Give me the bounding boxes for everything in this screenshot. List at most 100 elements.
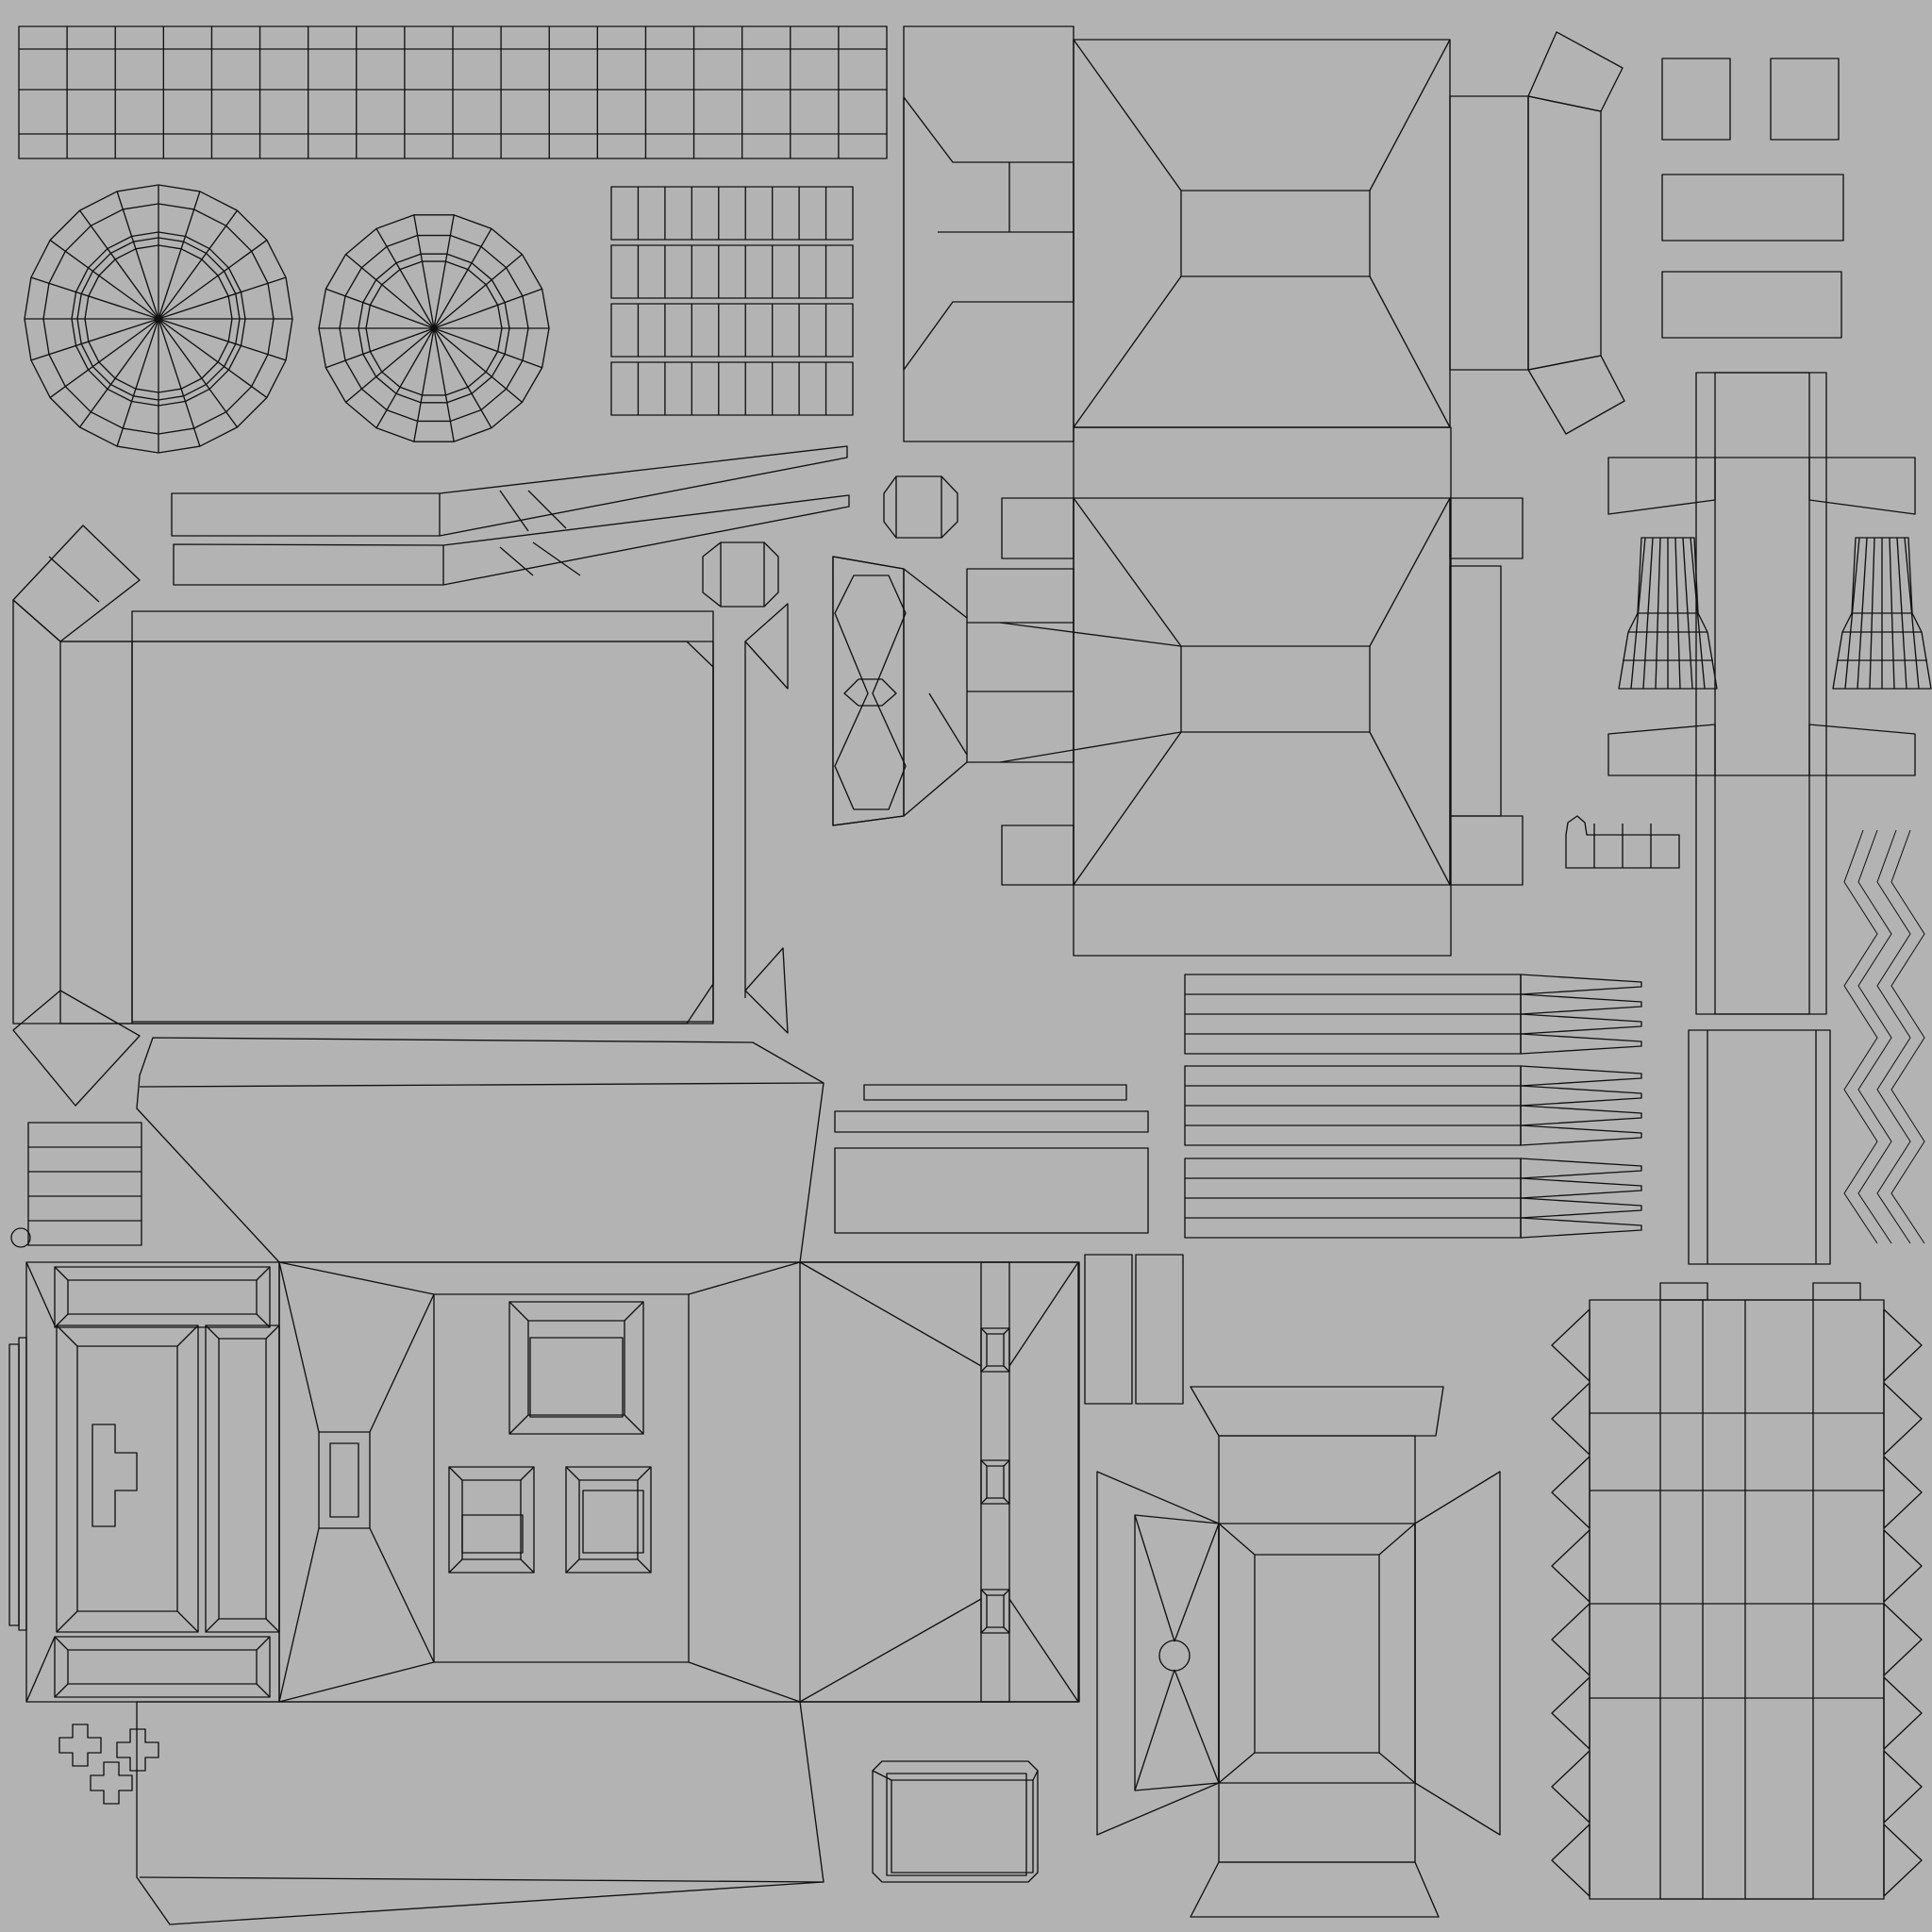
uv-edge — [1008, 1598, 1079, 1703]
beveled-panel — [12, 525, 789, 1107]
wedge-net — [832, 556, 968, 826]
uv-edge — [30, 318, 159, 361]
uv-face — [1190, 1861, 1440, 1918]
uv-edge — [48, 556, 100, 603]
uv-edge — [278, 1527, 320, 1703]
uv-edge — [158, 209, 239, 320]
uv-edge — [433, 327, 492, 428]
uv-edge — [1134, 1669, 1175, 1791]
uv-face — [1832, 537, 1932, 690]
uv-face — [834, 1147, 1149, 1234]
uv-edge — [1378, 1523, 1416, 1556]
uv-face — [508, 1301, 644, 1435]
uv-face — [1883, 1824, 1923, 1897]
uv-edge — [637, 1466, 652, 1481]
uv-edge — [637, 1558, 652, 1574]
uv-edge — [345, 327, 435, 403]
uv-edge — [433, 327, 542, 369]
uv-face — [1883, 1676, 1923, 1750]
uv-face — [1551, 1456, 1591, 1529]
uv-face — [1520, 1013, 1642, 1035]
uv-edge — [375, 228, 435, 329]
uv-face — [1695, 372, 1827, 1015]
uv-face — [527, 1320, 625, 1416]
bottle-caps — [1565, 537, 1932, 869]
uv-edge — [433, 228, 492, 329]
uv-edge — [1378, 1752, 1416, 1784]
uv-edge — [433, 327, 455, 442]
beveled-tile — [872, 1760, 1039, 1883]
uv-face — [1883, 1382, 1923, 1456]
uv-edge — [1134, 1514, 1175, 1642]
uv-edge — [565, 1466, 580, 1481]
uv-edge — [278, 1261, 435, 1295]
uv-face — [1812, 1282, 1861, 1301]
uv-edge — [1003, 1589, 1010, 1596]
uv-face — [1551, 1676, 1591, 1750]
uv-edge — [1073, 275, 1182, 428]
uv-edge — [624, 1414, 644, 1435]
uv-edge — [928, 692, 968, 756]
uv-edge — [433, 288, 542, 329]
uv-face — [1520, 1124, 1642, 1146]
uv-face — [966, 568, 1074, 763]
uv-edge — [999, 622, 1182, 647]
uv-edge — [256, 1683, 271, 1698]
top-grid-strip — [18, 25, 888, 159]
roof-net-middle — [999, 622, 1182, 763]
uv-face — [986, 1465, 1005, 1499]
cylinder-cap-large — [24, 184, 293, 454]
uv-edge — [980, 1626, 988, 1634]
uv-face — [12, 525, 141, 642]
uv-edge — [278, 1261, 320, 1433]
uv-edge — [56, 1610, 78, 1633]
uv-face — [54, 1636, 271, 1698]
uv-edge — [158, 318, 239, 428]
uv-face — [1254, 1554, 1380, 1754]
rods — [171, 445, 850, 586]
uv-edge — [980, 1459, 988, 1467]
uv-edge — [256, 1266, 271, 1281]
uv-face — [54, 1266, 271, 1328]
uv-face — [1527, 31, 1624, 112]
uv-edge — [448, 1558, 463, 1574]
uv-edge — [688, 1661, 801, 1703]
cross-markers — [58, 1724, 159, 1805]
uv-edge — [499, 490, 529, 532]
uv-edge — [903, 568, 968, 619]
uv-face — [1180, 645, 1371, 733]
uv-edge — [30, 276, 159, 320]
uv-face — [1688, 1029, 1831, 1265]
uv-face — [1618, 537, 1718, 690]
uv-edge — [980, 1589, 988, 1596]
uv-face — [1551, 1308, 1591, 1382]
uv-edge — [508, 1414, 529, 1435]
uv-face — [1565, 815, 1680, 869]
wireframe-group — [8, 25, 1932, 1925]
uv-face — [67, 1649, 258, 1685]
long-blades — [1184, 974, 1642, 1239]
uv-face — [1607, 457, 1716, 515]
uv-face — [578, 1479, 639, 1560]
uv-edge — [256, 1636, 271, 1651]
uv-face — [1883, 1750, 1923, 1824]
uv-face — [1449, 497, 1524, 559]
uv-edge — [278, 1661, 435, 1703]
uv-face — [565, 1466, 652, 1574]
uv-face — [58, 1724, 102, 1767]
uv-edge — [1218, 1523, 1256, 1556]
uv-edge — [205, 1618, 220, 1633]
cylinder-cap-small — [318, 214, 550, 442]
house-net-bottom — [1096, 1386, 1501, 1918]
uv-edge — [265, 1618, 280, 1633]
uv-edge — [158, 276, 287, 320]
uv-face — [1551, 1824, 1591, 1897]
uv-edge — [1843, 829, 1878, 1244]
uv-edge — [1008, 1261, 1079, 1367]
uv-face — [834, 575, 907, 810]
uv-edge — [448, 1466, 463, 1481]
uv-face — [205, 1324, 280, 1633]
uv-face — [1551, 1603, 1591, 1676]
uv-edge — [565, 1558, 580, 1574]
